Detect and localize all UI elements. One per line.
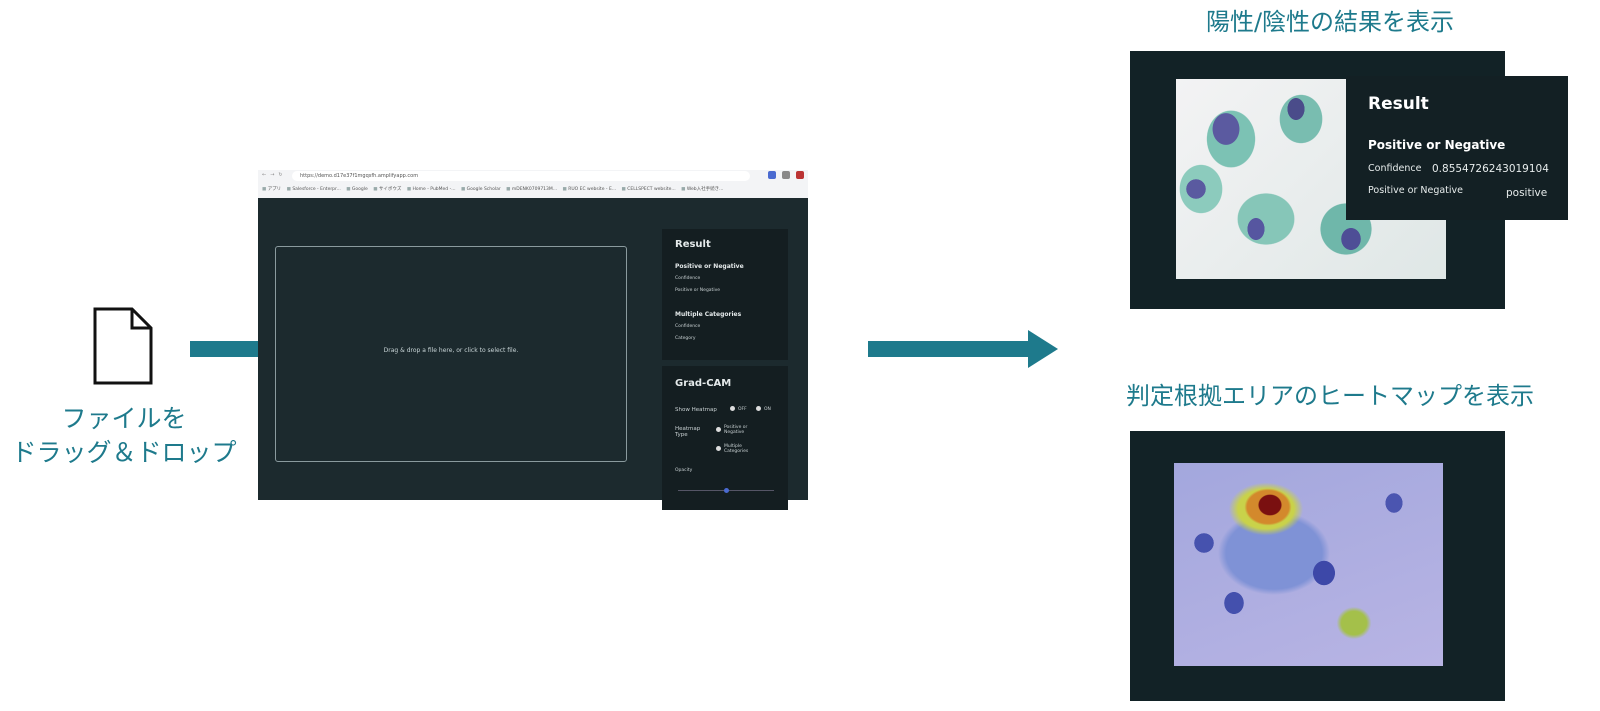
caption-line-2: ドラッグ＆ドロップ — [11, 438, 237, 467]
gradcam-title: Grad-CAM — [675, 378, 732, 389]
drag-drop-caption: ファイルを ドラッグ＆ドロップ — [0, 402, 248, 470]
show-heatmap-label: Show Heatmap — [675, 407, 717, 413]
radio-multiple-categories[interactable] — [716, 446, 721, 451]
pn-confidence-label: Confidence — [675, 276, 701, 281]
result-card-section: Positive or Negative — [1368, 138, 1506, 152]
gradcam-panel: Grad-CAM Show Heatmap OFF ON Heatmap Typ… — [662, 366, 788, 510]
mc-category-label: Category — [675, 336, 696, 341]
confidence-value: 0.8554726243019104 — [1432, 163, 1549, 175]
confidence-label: Confidence — [1368, 163, 1422, 174]
result-card: Result Positive or Negative Confidence 0… — [1346, 76, 1568, 220]
bookmark-item[interactable]: Google — [346, 184, 368, 196]
arrow-right-icon — [868, 330, 1058, 368]
app-body: Drag & drop a file here, or click to sel… — [258, 198, 808, 510]
file-icon — [93, 307, 153, 385]
profile-icon[interactable] — [796, 171, 804, 179]
radio-positive-negative[interactable] — [716, 427, 721, 432]
pn-result-label: Positive or Negative — [1368, 185, 1464, 196]
heatmap-type-label: Heatmap Type — [675, 426, 701, 438]
result-panel: Result Positive or Negative Confidence P… — [662, 229, 788, 360]
mc-section-title: Multiple Categories — [675, 311, 742, 318]
extension-icons — [768, 171, 804, 179]
radio-on-label: ON — [764, 407, 771, 412]
bookmark-item[interactable]: Salesforce - Enterpr... — [287, 184, 340, 196]
bookmark-item[interactable]: Home - PubMed -... — [407, 184, 456, 196]
radio-on[interactable] — [756, 406, 761, 411]
heatmap-image — [1174, 463, 1443, 666]
pn-label: Positive or Negative — [675, 288, 721, 293]
radio-off[interactable] — [730, 406, 735, 411]
caption-line-1: ファイルを — [61, 404, 187, 433]
result-card-title: Result — [1368, 94, 1429, 114]
radio-multiple-categories-label: Multiple Categories — [724, 444, 749, 454]
file-dropzone[interactable]: Drag & drop a file here, or click to sel… — [275, 246, 627, 462]
radio-positive-negative-label: Positive or Negative — [724, 425, 748, 435]
opacity-slider-handle[interactable] — [724, 488, 729, 493]
dropzone-text: Drag & drop a file here, or click to sel… — [383, 347, 519, 354]
bookmark-item[interactable]: CELLSPECT website... — [622, 184, 675, 196]
bookmark-item[interactable]: RUO EC website - E... — [563, 184, 616, 196]
bookmark-item[interactable]: Web入社手続き... — [681, 184, 724, 196]
nav-buttons-icon[interactable]: ←→↻ — [262, 172, 287, 178]
browser-chrome: ←→↻ https://demo.d17e37f1mgqsfh.amplifya… — [258, 170, 808, 199]
bookmark-item[interactable]: サイボウズ — [373, 184, 402, 196]
url-field[interactable]: https://demo.d17e37f1mgqsfh.amplifyapp.c… — [292, 171, 750, 181]
pn-result-value: positive — [1506, 187, 1548, 199]
result-title: Result — [675, 239, 711, 250]
browser-window: ←→↻ https://demo.d17e37f1mgqsfh.amplifya… — [258, 170, 808, 510]
radio-off-label: OFF — [738, 407, 747, 412]
heatmap-caption: 判定根拠エリアのヒートマップを表示 — [1126, 382, 1534, 410]
result-caption: 陽性/陰性の結果を表示 — [1205, 8, 1455, 36]
bookmark-item[interactable]: アプリ — [262, 184, 282, 196]
star-icon[interactable] — [768, 171, 776, 179]
pn-section-title: Positive or Negative — [675, 263, 744, 270]
bookmark-item[interactable]: Google Scholar — [461, 184, 501, 196]
mc-confidence-label: Confidence — [675, 324, 701, 329]
address-bar-row: ←→↻ https://demo.d17e37f1mgqsfh.amplifya… — [258, 170, 808, 184]
extension-icon[interactable] — [782, 171, 790, 179]
opacity-label: Opacity — [675, 468, 693, 473]
bookmarks-bar: アプリ Salesforce - Enterpr... Google サイボウズ… — [258, 184, 808, 196]
bookmark-item[interactable]: mDENK0709713M... — [506, 184, 557, 196]
